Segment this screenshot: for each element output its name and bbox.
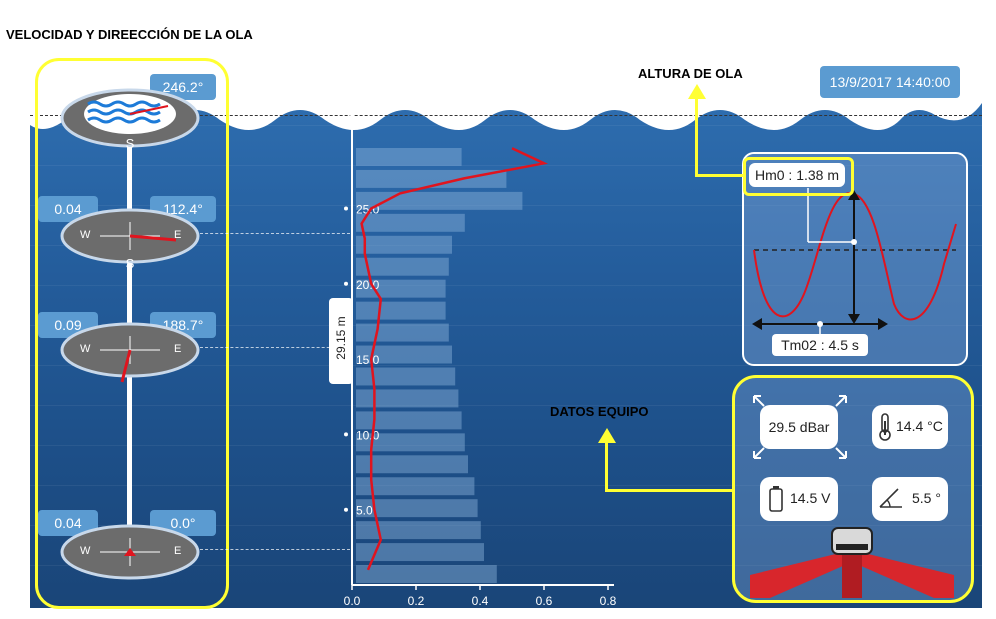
equipment-arrow-icon (598, 428, 616, 443)
compass-3-direction: 0.0° (150, 510, 216, 536)
profile-bar-17 (356, 191, 523, 210)
wave-height-connector-v (695, 96, 698, 176)
voltage-card: 14.5 V (760, 477, 838, 521)
compass-1-west: W (80, 229, 91, 241)
compass-2-east: E (174, 343, 181, 355)
profile-bar-3 (356, 499, 478, 518)
x-tick-label-2: 0.4 (472, 594, 489, 608)
compass-0-direction: 246.2° (150, 74, 216, 100)
wave-height-arrow-icon (688, 84, 706, 99)
x-tick-label-1: 0.2 (408, 594, 425, 608)
tilt-value: 5.5 ° (912, 490, 941, 506)
voltage-value: 14.5 V (790, 490, 831, 506)
compass-1-south: S (126, 256, 135, 270)
tm02-pill: Tm02 : 4.5 s (772, 334, 868, 356)
profile-bar-2 (356, 521, 481, 540)
y-tick-3 (344, 281, 348, 286)
y-tick-4 (344, 206, 348, 211)
profile-bar-0 (356, 565, 497, 583)
profile-bar-18 (356, 169, 507, 188)
compass-1: W E S (60, 208, 200, 270)
tripod-device-icon (750, 527, 954, 598)
compass-3-west: W (80, 545, 91, 557)
profile-bar-7 (356, 411, 462, 430)
profile-bar-14 (356, 257, 449, 276)
y-tick-1 (344, 432, 348, 437)
y-axis-arrow (346, 112, 358, 124)
expand-arrows-icon (753, 395, 847, 459)
equipment-connector-v (605, 440, 608, 492)
depth-marker-1 (200, 233, 350, 234)
compass-3-east: E (174, 545, 181, 557)
x-tick-label-4: 0.8 (600, 594, 617, 608)
wave-diagram (752, 188, 957, 336)
equipment-connector-h (605, 489, 733, 492)
x-tick-label-0: 0.0 (344, 594, 361, 608)
angle-icon (879, 488, 902, 508)
timestamp-badge: 13/9/2017 14:40:00 (820, 66, 960, 98)
profile-bar-8 (356, 389, 459, 408)
y-tick-0 (344, 507, 348, 512)
hm0-pill: Hm0 : 1.38 m (749, 163, 845, 187)
x-tick-label-3: 0.6 (536, 594, 553, 608)
temperature-card: 14.4 °C (872, 405, 948, 449)
depth-label: 29.15 m (334, 316, 348, 360)
profile-bar-19 (356, 148, 462, 166)
tilt-card: 5.5 ° (872, 477, 948, 521)
profile-bar-11 (356, 323, 449, 342)
depth-label-badge: 29.15 m (329, 298, 353, 384)
compass-0: S (60, 88, 200, 150)
depth-marker-3 (200, 549, 350, 550)
temperature-value: 14.4 °C (896, 418, 943, 434)
profile-bar-10 (356, 345, 452, 364)
equipment-heading: DATOS EQUIPO (550, 404, 649, 419)
profile-bar-1 (356, 543, 484, 562)
pressure-value: 29.5 dBar (760, 405, 838, 449)
profile-bar-9 (356, 367, 456, 386)
hm0-highlight (743, 157, 854, 196)
wave-height-connector-h (695, 174, 745, 177)
wave-height-heading: ALTURA DE OLA (638, 66, 743, 81)
profile-bar-6 (356, 433, 465, 452)
profile-bar-15 (356, 235, 452, 254)
depth-marker-2 (200, 347, 350, 348)
compass-2: W E (60, 322, 200, 383)
compass-2-west: W (80, 343, 91, 355)
velocity-heading: VELOCIDAD Y DIREECCIÓN DE LA OLA (6, 27, 253, 42)
battery-icon (769, 486, 783, 512)
velocity-panel-highlight (35, 58, 229, 609)
wave-surface (30, 85, 982, 130)
y-tick-label-2: 15.0 (356, 353, 380, 367)
profile-bar-4 (356, 477, 475, 496)
compass-0-south: S (126, 136, 135, 150)
compass-1-east: E (174, 229, 181, 241)
compass-1-speed: 0.04 (38, 196, 98, 222)
velocity-profile-line (360, 147, 549, 571)
compass-3: W E (60, 524, 200, 580)
profile-bar-5 (356, 455, 468, 474)
thermometer-icon (879, 413, 891, 441)
profile-bar-12 (356, 301, 446, 320)
y-tick-label-1: 10.0 (356, 428, 380, 442)
profile-bar-16 (356, 213, 465, 232)
sea-level-line (30, 115, 982, 116)
y-tick-label-0: 5.0 (356, 504, 373, 518)
